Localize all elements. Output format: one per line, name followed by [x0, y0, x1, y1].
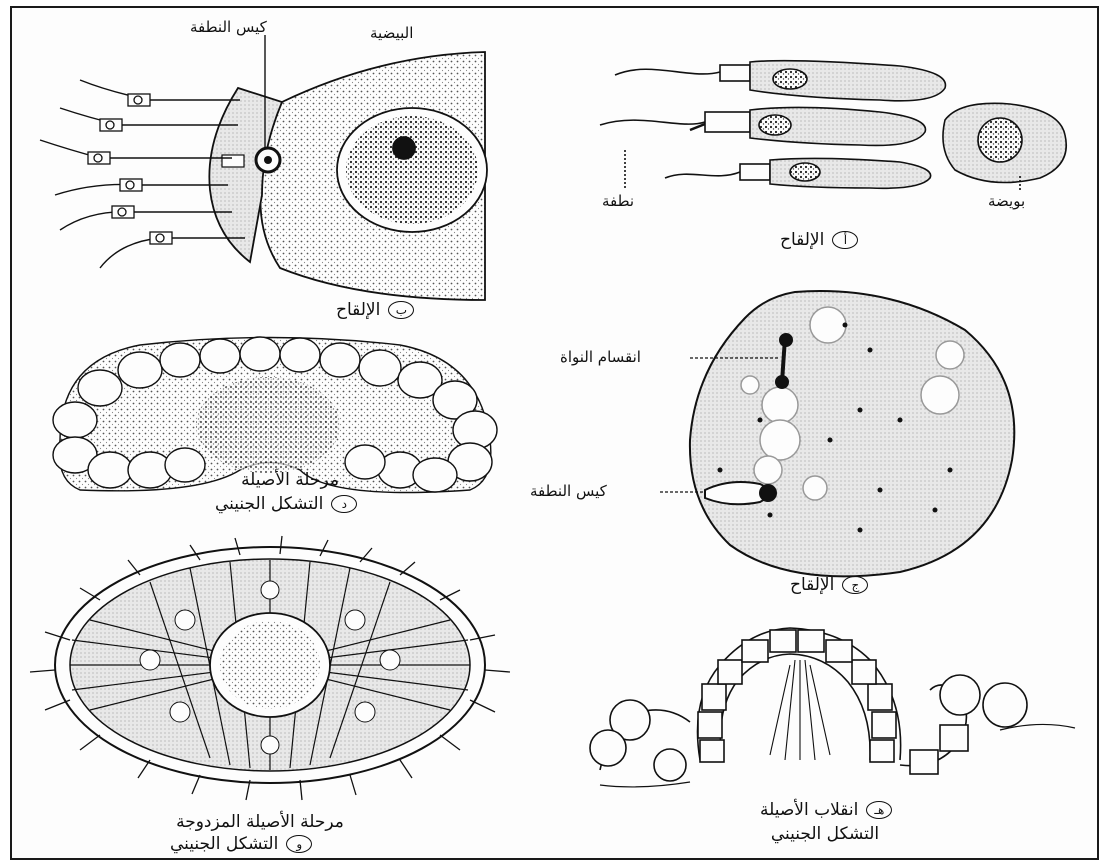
label-egg-b: البيضية: [370, 24, 413, 42]
label-sperm-sac-b: كيس النطفة: [190, 18, 267, 36]
caption-panel-e-line1: انقلاب الأصيلة: [760, 800, 858, 820]
caption-panel-f-line1: مرحلة الأصيلة المزدوجة: [140, 812, 380, 832]
caption-text-a: الإلقاح: [780, 230, 824, 250]
panel-letter-a: أ: [832, 231, 858, 249]
panel-b-fertilization: [40, 35, 487, 300]
caption-panel-f-line2: التشكل الجنيني: [170, 834, 278, 854]
caption-text-c: الإلقاح: [790, 575, 834, 595]
caption-text-b: الإلقاح: [336, 300, 380, 320]
panel-e-invagination: [590, 628, 1075, 787]
panel-letter-c: ج: [842, 576, 868, 594]
caption-panel-a: أ الإلقاح: [780, 230, 858, 250]
caption-panel-e: هـ انقلاب الأصيلة: [760, 800, 892, 820]
label-sperm-sac-c: كيس النطفة: [530, 482, 607, 500]
label-egg-a: بويضة: [988, 192, 1025, 210]
panel-letter-d: د: [331, 495, 357, 513]
caption-panel-f: و التشكل الجنيني: [170, 834, 312, 854]
panel-letter-e: هـ: [866, 801, 892, 819]
caption-panel-d: د التشكل الجنيني: [215, 494, 357, 514]
panel-f-double-blastula: [30, 536, 510, 800]
caption-panel-c: ج الإلقاح: [790, 575, 868, 595]
label-sperm: نطفة: [602, 192, 634, 210]
caption-panel-d-line1: مرحلة الأصيلة: [215, 470, 365, 490]
caption-panel-e-line2: التشكل الجنيني: [760, 824, 890, 844]
panel-a-fertilization: [600, 61, 1066, 190]
caption-panel-b: ب الإلقاح: [336, 300, 414, 320]
label-nucleus-division: انقسام النواة: [560, 348, 641, 366]
panel-c-fertilization: [660, 291, 1014, 576]
panel-letter-b: ب: [388, 301, 414, 319]
caption-panel-d-line2: التشكل الجنيني: [215, 494, 323, 514]
panel-letter-f: و: [286, 835, 312, 853]
